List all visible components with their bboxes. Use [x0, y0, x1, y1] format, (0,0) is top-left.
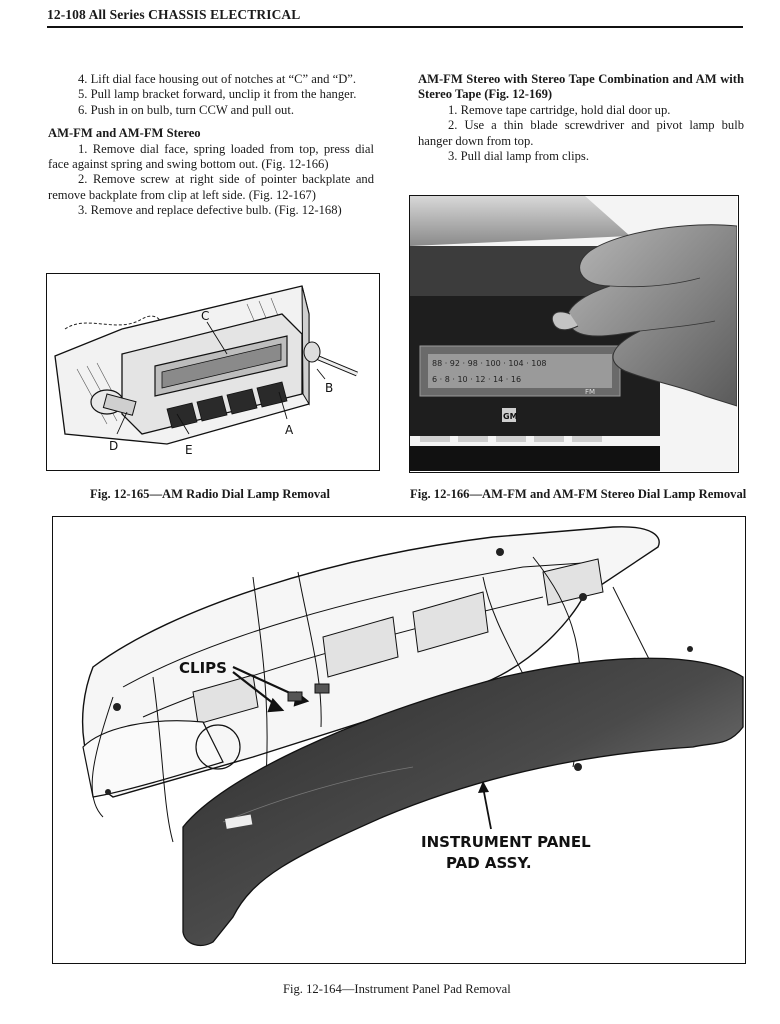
dial-numbers-top: 88 · 92 · 98 · 100 · 104 · 108 [432, 359, 547, 368]
figure-12-164-instrument-panel: CLIPS INSTRUMENT PANEL PAD ASSY. [52, 516, 746, 964]
label-d: D [109, 439, 118, 453]
step-4-lift-housing: 4. Lift dial face housing out of notches… [78, 72, 357, 86]
label-e: E [185, 443, 193, 457]
figure-12-165-am-radio: C B A D E [46, 273, 380, 471]
header-text: 12-108 All Series CHASSIS ELECTRICAL [47, 7, 301, 22]
step-5-pull-bracket: 5. Pull lamp bracket forward, unclip it … [78, 87, 357, 102]
figure-12-166-am-fm-photo: 88 · 92 · 98 · 100 · 104 · 108 6 · 8 · 1… [409, 195, 739, 473]
clips-label: CLIPS [179, 659, 227, 677]
tape-step-3: 3. Pull dial lamp from clips. [448, 149, 589, 164]
step-2-remove-screw: 2. Remove screw at right side of pointer… [48, 172, 374, 202]
page-header: 12-108 All Series CHASSIS ELECTRICAL [47, 6, 743, 28]
step-6-push-bulb: 6. Push in on bulb, turn CCW and pull ou… [78, 102, 294, 117]
pad-label-line1: INSTRUMENT PANEL [421, 833, 591, 851]
pad-label-line2: PAD ASSY. [446, 854, 532, 872]
step-3-replace-bulb: 3. Remove and replace defective bulb. (F… [78, 203, 342, 218]
step-1-remove-dial-face: 1. Remove dial face, spring loaded from … [48, 141, 374, 172]
left-column: 4. Lift dial face housing out of notches… [48, 72, 374, 219]
dial-numbers-bottom: 6 · 8 · 10 · 12 · 14 · 16 [432, 375, 521, 384]
right-column: AM-FM Stereo with Stereo Tape Combinatio… [418, 72, 744, 164]
label-b: B [325, 381, 333, 395]
tape-step-2: 2. Use a thin blade screwdriver and pivo… [418, 118, 744, 148]
label-a: A [285, 423, 294, 437]
label-c: C [201, 309, 209, 323]
caption-fig-12-165: Fig. 12-165—AM Radio Dial Lamp Removal [90, 487, 330, 501]
caption-fig-12-166: Fig. 12-166—AM-FM and AM-FM Stereo Dial … [410, 487, 747, 501]
caption-fig-12-164: Fig. 12-164—Instrument Panel Pad Removal [283, 982, 511, 996]
dial-tag-fm: FM [585, 388, 595, 396]
tape-step-1: 1. Remove tape cartridge, hold dial door… [448, 102, 671, 117]
gm-badge: GM [503, 412, 518, 421]
instrument-panel-illustration: CLIPS INSTRUMENT PANEL PAD ASSY. [81, 526, 744, 946]
am-radio-illustration: C B A D E [54, 285, 358, 457]
section-title-stereo-tape: AM-FM Stereo with Stereo Tape Combinatio… [418, 72, 744, 102]
am-fm-photo-illustration: 88 · 92 · 98 · 100 · 104 · 108 6 · 8 · 1… [410, 196, 737, 471]
section-title-am-fm: AM-FM and AM-FM Stereo [48, 126, 201, 141]
